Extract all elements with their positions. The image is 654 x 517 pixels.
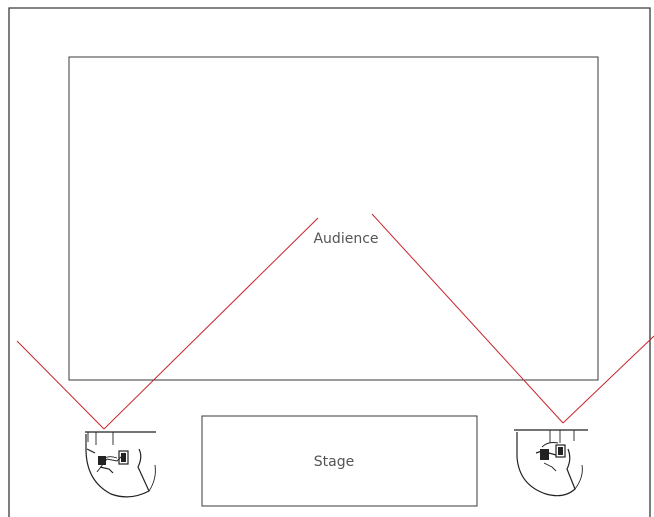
camera-body bbox=[98, 456, 106, 465]
ptz-camera-icon bbox=[514, 429, 588, 497]
audience-area bbox=[68, 56, 599, 381]
ptz-camera-icon bbox=[85, 431, 156, 498]
stage-label: Stage bbox=[314, 454, 354, 470]
left-camera-view-lines bbox=[16, 217, 319, 430]
camera-body bbox=[540, 449, 549, 460]
room-outline bbox=[8, 7, 651, 517]
stage-area bbox=[201, 415, 478, 507]
left-camera-view-line-inner bbox=[103, 217, 319, 430]
left-camera-view-line-outer bbox=[16, 340, 105, 430]
right-camera-view-lines bbox=[371, 213, 654, 424]
audience-label: Audience bbox=[313, 231, 378, 247]
right-camera-view-line-outer bbox=[562, 335, 654, 424]
right-camera-view-line-inner bbox=[371, 213, 564, 424]
